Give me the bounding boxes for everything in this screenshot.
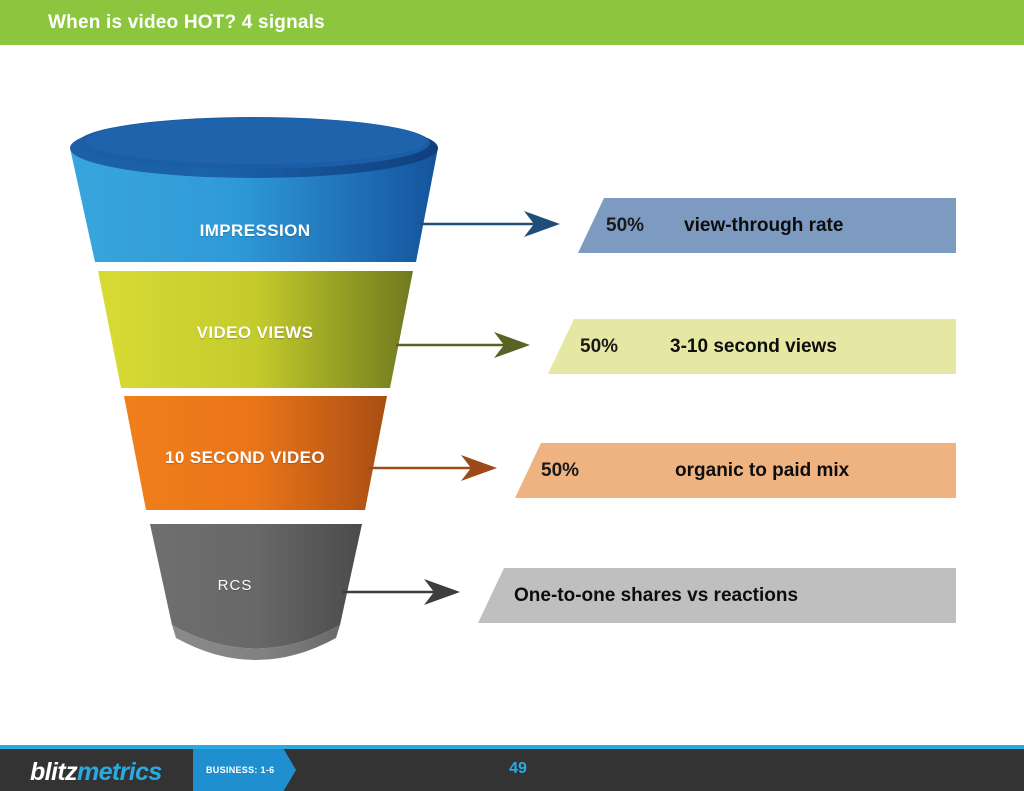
callout-percent: 50% xyxy=(606,214,645,236)
callout-text: view-through rate xyxy=(684,214,844,236)
arrow-tensecond xyxy=(368,455,497,481)
footer-bar xyxy=(0,749,1024,791)
callout-text: organic to paid mix xyxy=(675,459,850,481)
funnel-label-video-views: VIDEO VIEWS xyxy=(196,323,314,342)
footer-accent-rule xyxy=(0,745,1024,749)
logo-secondary-text: metrics xyxy=(77,758,162,786)
funnel-label-rcs: RCS xyxy=(217,577,253,594)
arrow-rcs xyxy=(342,579,460,605)
arrow-impression xyxy=(420,211,560,237)
arrow-videoviews xyxy=(396,332,530,358)
callout-second-views: 50% 3-10 second views xyxy=(548,319,956,374)
header-bar xyxy=(0,0,1024,45)
logo-primary-text: blitz xyxy=(30,758,78,786)
callout-text: 3-10 second views xyxy=(670,335,837,357)
callout-percent: 50% xyxy=(580,335,619,357)
page-title: When is video HOT? 4 signals xyxy=(48,12,325,33)
funnel-label-ten-second-video: 10 SECOND VIDEO xyxy=(165,448,325,467)
blitzmetrics-logo: blitzmetrics xyxy=(30,758,162,787)
callout-shares-vs-reactions: One-to-one shares vs reactions xyxy=(478,568,956,623)
page-number: 49 xyxy=(509,760,527,777)
callout-text: One-to-one shares vs reactions xyxy=(514,584,799,606)
business-tag-label: BUSINESS: 1-6 xyxy=(206,765,275,775)
callout-percent: 50% xyxy=(541,459,580,481)
callout-organic-to-paid-mix: 50% organic to paid mix xyxy=(515,443,956,498)
callout-view-through-rate: 50% view-through rate xyxy=(578,198,956,253)
funnel-label-impression: IMPRESSION xyxy=(199,221,311,240)
business-tag: BUSINESS: 1-6 xyxy=(193,749,296,791)
